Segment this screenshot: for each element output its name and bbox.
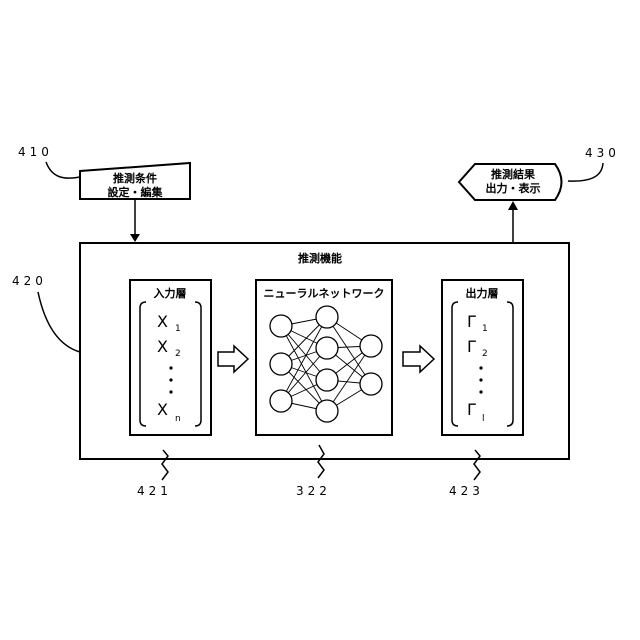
ellipsis-dot [479,366,482,369]
leader-430 [568,163,603,181]
input-block-line1: 推測条件 [113,171,157,185]
inference-function-title: 推測機能 [298,251,342,265]
arrowhead-up [508,201,518,210]
network-node [270,315,292,337]
ellipsis-dot [169,390,172,393]
ref-420: 420 [12,274,47,288]
ellipsis-dot [479,390,482,393]
output-sub-l: l [482,414,485,424]
input-var-2: X [157,337,168,356]
ellipsis-dot [169,366,172,369]
input-sub-n: n [175,414,181,424]
network-node [270,353,292,375]
network-node [316,400,338,422]
input-layer-title: 入力層 [154,286,187,300]
ref-410: 410 [18,145,53,159]
input-var-1: X [157,312,168,331]
input-var-n: X [157,400,168,419]
leader-420 [38,292,80,352]
output-layer-title: 出力層 [466,286,499,300]
arrowhead-down [130,234,140,242]
ref-421: 421 [137,484,172,498]
network-node [360,373,382,395]
ellipsis-dot [479,378,482,381]
output-var-1: Γ [467,312,476,331]
ref-423: 423 [449,484,484,498]
input-sub-1: 1 [175,324,181,334]
input-sub-2: 2 [175,349,181,359]
input-block-line2: 設定・編集 [108,185,164,199]
output-block-line2: 出力・表示 [486,181,541,195]
ref-322: 322 [296,484,331,498]
ref-430: 430 [585,146,620,160]
output-block-line1: 推測結果 [491,167,535,181]
network-node [316,306,338,328]
output-sub-2: 2 [482,349,488,359]
network-node [316,369,338,391]
output-var-l: Γ [467,400,476,419]
ellipsis-dot [169,378,172,381]
output-var-2: Γ [467,337,476,356]
neural-network-title: ニューラルネットワーク [264,287,385,300]
network-node [316,337,338,359]
network-node [360,335,382,357]
network-node [270,390,292,412]
leader-410 [46,162,80,178]
output-sub-1: 1 [482,324,488,334]
